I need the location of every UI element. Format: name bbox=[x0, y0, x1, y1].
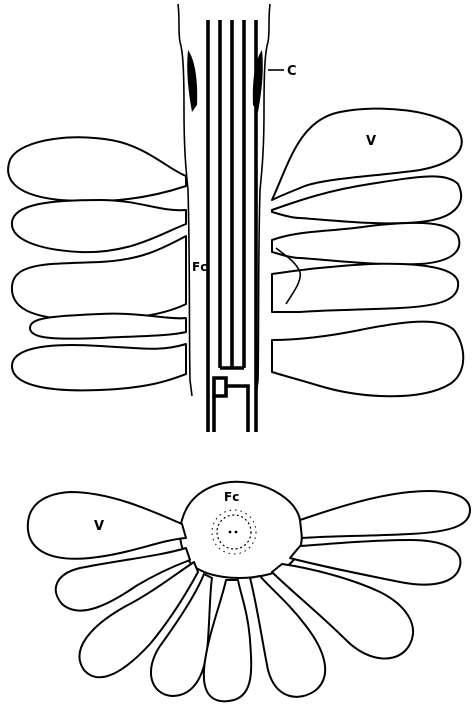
right-vanes bbox=[272, 109, 463, 397]
vane bbox=[30, 314, 186, 339]
vane bbox=[300, 491, 470, 538]
label-c: C bbox=[287, 64, 297, 79]
rod-bundle bbox=[208, 20, 256, 432]
vane bbox=[12, 344, 186, 390]
longitudinal-section: C V Fc bbox=[8, 4, 463, 432]
vane bbox=[28, 492, 186, 559]
label-v-bottom: V bbox=[94, 519, 104, 534]
collar-left bbox=[187, 50, 197, 112]
vane bbox=[8, 137, 186, 201]
vane bbox=[272, 223, 459, 265]
left-vanes bbox=[8, 137, 186, 390]
vane bbox=[12, 200, 186, 252]
label-fc-top: Fc bbox=[192, 260, 207, 274]
vane bbox=[272, 322, 463, 397]
label-fc-bottom: Fc bbox=[224, 490, 239, 504]
label-v-top: V bbox=[366, 134, 376, 149]
transverse-section: Fc V bbox=[28, 482, 470, 702]
